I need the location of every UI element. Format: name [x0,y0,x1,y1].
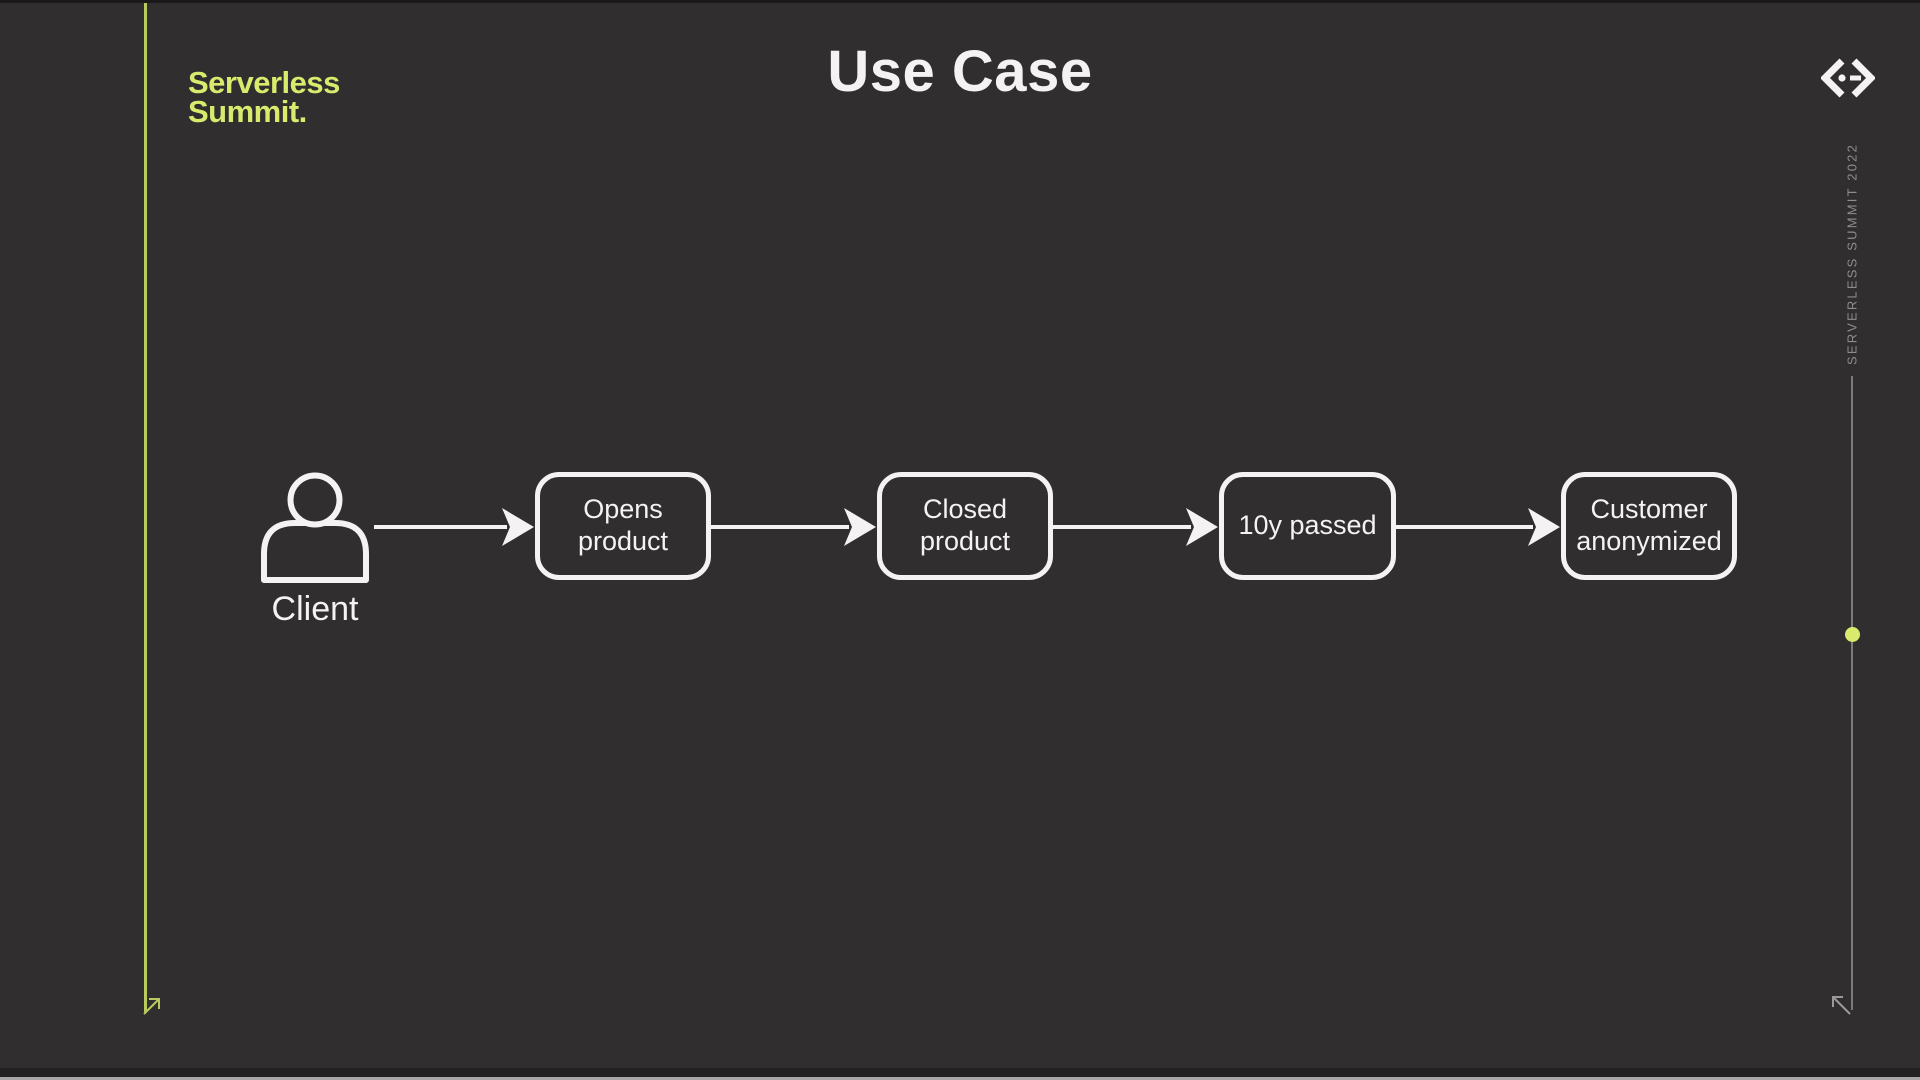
bottom-edge-line [0,1077,1920,1080]
top-edge-strip [0,0,1920,3]
flow-arrow [374,508,534,546]
serverless-summit-logo: Serverless Summit. [188,65,340,130]
person-icon [261,472,369,583]
side-vertical-label: SERVERLESS SUMMIT 2022 [1844,142,1860,366]
code-icon [1821,58,1875,98]
flow-step-10y-passed: 10y passed [1219,472,1396,580]
bottom-left-arrow-icon [143,998,160,1015]
page-title: Use Case [827,39,1093,104]
flow-step-opens-product: Opens product [535,472,711,580]
bottom-bar [0,1068,1920,1077]
logo-line1: Serverless [188,65,340,100]
logo-line2: Summit. [188,94,307,130]
actor-label: Client [271,590,359,628]
flow-step-customer-anonymized: Customer anonymized [1561,472,1737,580]
flow-step-closed-product: Closed product [877,472,1053,580]
flow-arrow [1396,508,1560,546]
flow-arrow [711,508,876,546]
flow-arrow [1053,508,1218,546]
left-accent-line [144,3,147,1012]
progress-dot [1845,627,1860,642]
right-guide-line [1851,376,1853,1010]
bottom-right-arrow-icon [1832,996,1851,1015]
